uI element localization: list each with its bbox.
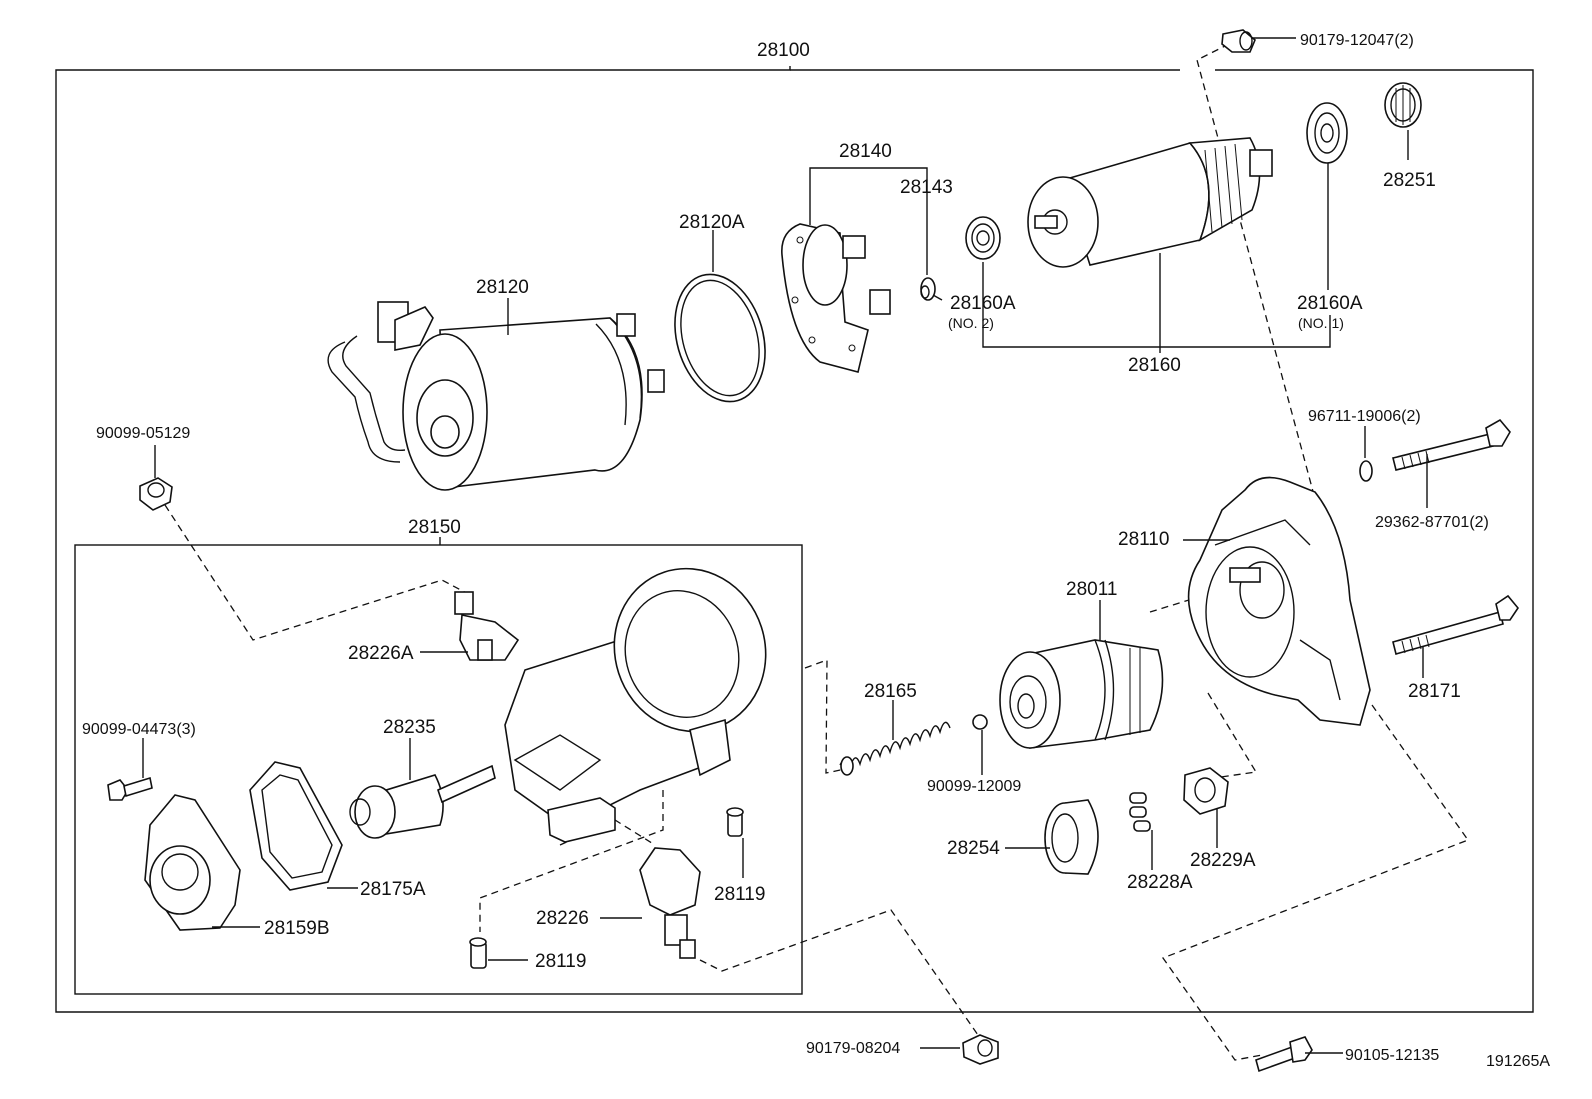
part-28160-armature: [1027, 137, 1273, 268]
label-28160A-no2: 28160A: [950, 293, 1016, 314]
label-28159B: 28159B: [264, 918, 330, 939]
label-28165: 28165: [864, 681, 917, 702]
label-28254: 28254: [947, 838, 1000, 859]
label-28119-lower: 28119: [535, 951, 586, 972]
part-28110-housing: [1187, 476, 1371, 726]
part-28229A-retainer: [1183, 767, 1229, 815]
label-28226A: 28226A: [348, 643, 414, 664]
label-28011: 28011: [1066, 579, 1117, 600]
part-28119-pin-upper: [726, 807, 744, 837]
label-90099-04473: 90099-04473(3): [82, 721, 196, 738]
label-28228A: 28228A: [1127, 872, 1193, 893]
part-28140-brush-holder: [781, 223, 891, 373]
part-28165-spring: [839, 721, 951, 776]
part-28226A-terminal: [454, 591, 520, 661]
label-90179-08204: 90179-08204: [806, 1040, 900, 1057]
label-28140: 28140: [839, 141, 892, 162]
label-28229A: 28229A: [1190, 850, 1256, 871]
part-28175A-gasket: [249, 761, 343, 891]
label-90179-12047: 90179-12047(2): [1300, 32, 1414, 49]
part-28150-frame: [504, 567, 767, 843]
part-28160A-no2-bearing: [965, 216, 1001, 260]
leader-lines: [142, 37, 1428, 1054]
label-28175A: 28175A: [360, 879, 426, 900]
label-90099-05129: 90099-05129: [96, 425, 190, 442]
part-90099-04473-screw: [107, 776, 153, 801]
label-28150: 28150: [408, 517, 461, 538]
figure-id: 191265A: [1486, 1053, 1550, 1070]
label-29362-87701: 29362-87701(2): [1375, 514, 1489, 531]
label-90099-12009: 90099-12009: [927, 778, 1021, 795]
part-90099-12009-ball: [972, 714, 988, 730]
part-28011-clutch: [999, 639, 1164, 749]
label-28160: 28160: [1128, 355, 1181, 376]
part-28120A-o-ring: [674, 273, 766, 403]
label-28226: 28226: [536, 908, 589, 929]
part-90105-12135-bolt: [1255, 1036, 1313, 1073]
part-96711-19006-washer: [1359, 460, 1373, 482]
part-29362-87701-through-bolt: [1392, 418, 1511, 471]
label-28143: 28143: [900, 177, 953, 198]
label-no1: (NO. 1): [1298, 315, 1344, 331]
part-28228A-rollers: [1129, 792, 1151, 832]
label-28100: 28100: [757, 40, 810, 61]
label-28110: 28110: [1118, 529, 1169, 550]
part-90179-08204-nut: [962, 1034, 999, 1065]
part-labels: 28100 28140 28143 28120A 28120 90179-120…: [82, 32, 1550, 1070]
part-28143-brush-spring: [920, 277, 943, 301]
part-28120-solenoid: [327, 301, 665, 491]
label-28160A-no1: 28160A: [1297, 293, 1363, 314]
label-90105-12135: 90105-12135: [1345, 1047, 1439, 1064]
part-28254-gear: [1044, 799, 1099, 875]
part-90099-05129-nut: [139, 477, 173, 511]
part-28251-gear: [1384, 82, 1422, 128]
label-96711-19006: 96711-19006(2): [1308, 408, 1421, 425]
assembly-box-28100: [55, 66, 1534, 1013]
label-28120: 28120: [476, 277, 529, 298]
label-28251: 28251: [1383, 170, 1436, 191]
part-28119-pin-lower: [469, 937, 487, 969]
part-28226-terminal: [639, 847, 701, 959]
part-90179-12047-nut: [1221, 29, 1256, 53]
part-28160A-no1-bearing: [1306, 102, 1348, 164]
label-28120A: 28120A: [679, 212, 745, 233]
assembly-box-28150: [74, 537, 803, 995]
label-no2: (NO. 2): [948, 315, 994, 331]
part-28235-plunger: [349, 764, 496, 839]
label-28119-upper: 28119: [714, 884, 765, 905]
part-28159B-cover: [144, 794, 241, 931]
label-28235: 28235: [383, 717, 436, 738]
label-28171: 28171: [1408, 681, 1461, 702]
part-28171-through-bolt: [1392, 594, 1519, 655]
